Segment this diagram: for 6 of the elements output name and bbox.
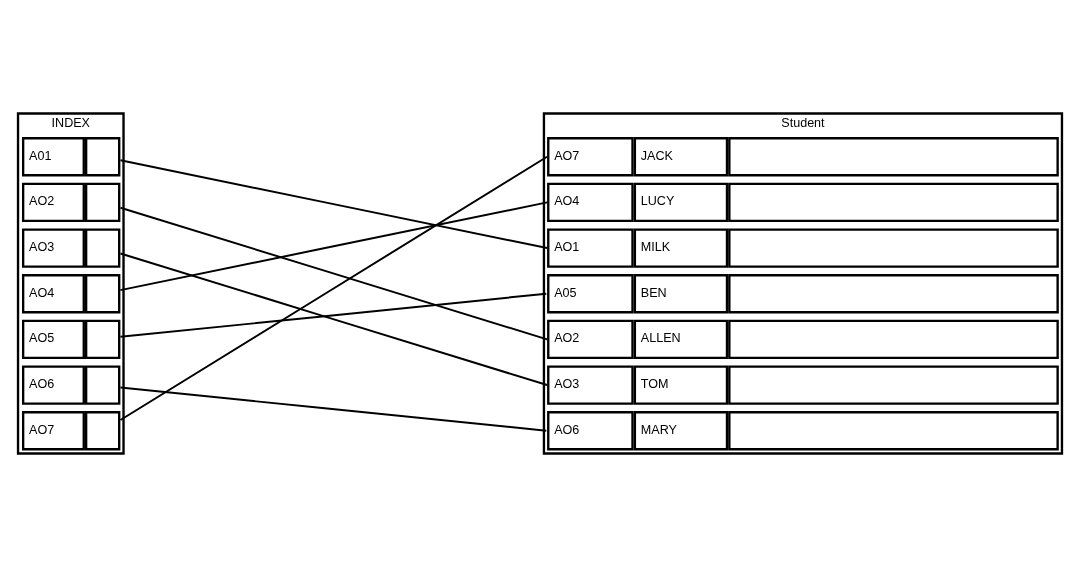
connector [119,158,549,249]
connector [119,292,548,338]
connector [119,155,549,421]
connector [119,206,549,340]
connector [119,251,549,386]
connector [119,200,549,291]
